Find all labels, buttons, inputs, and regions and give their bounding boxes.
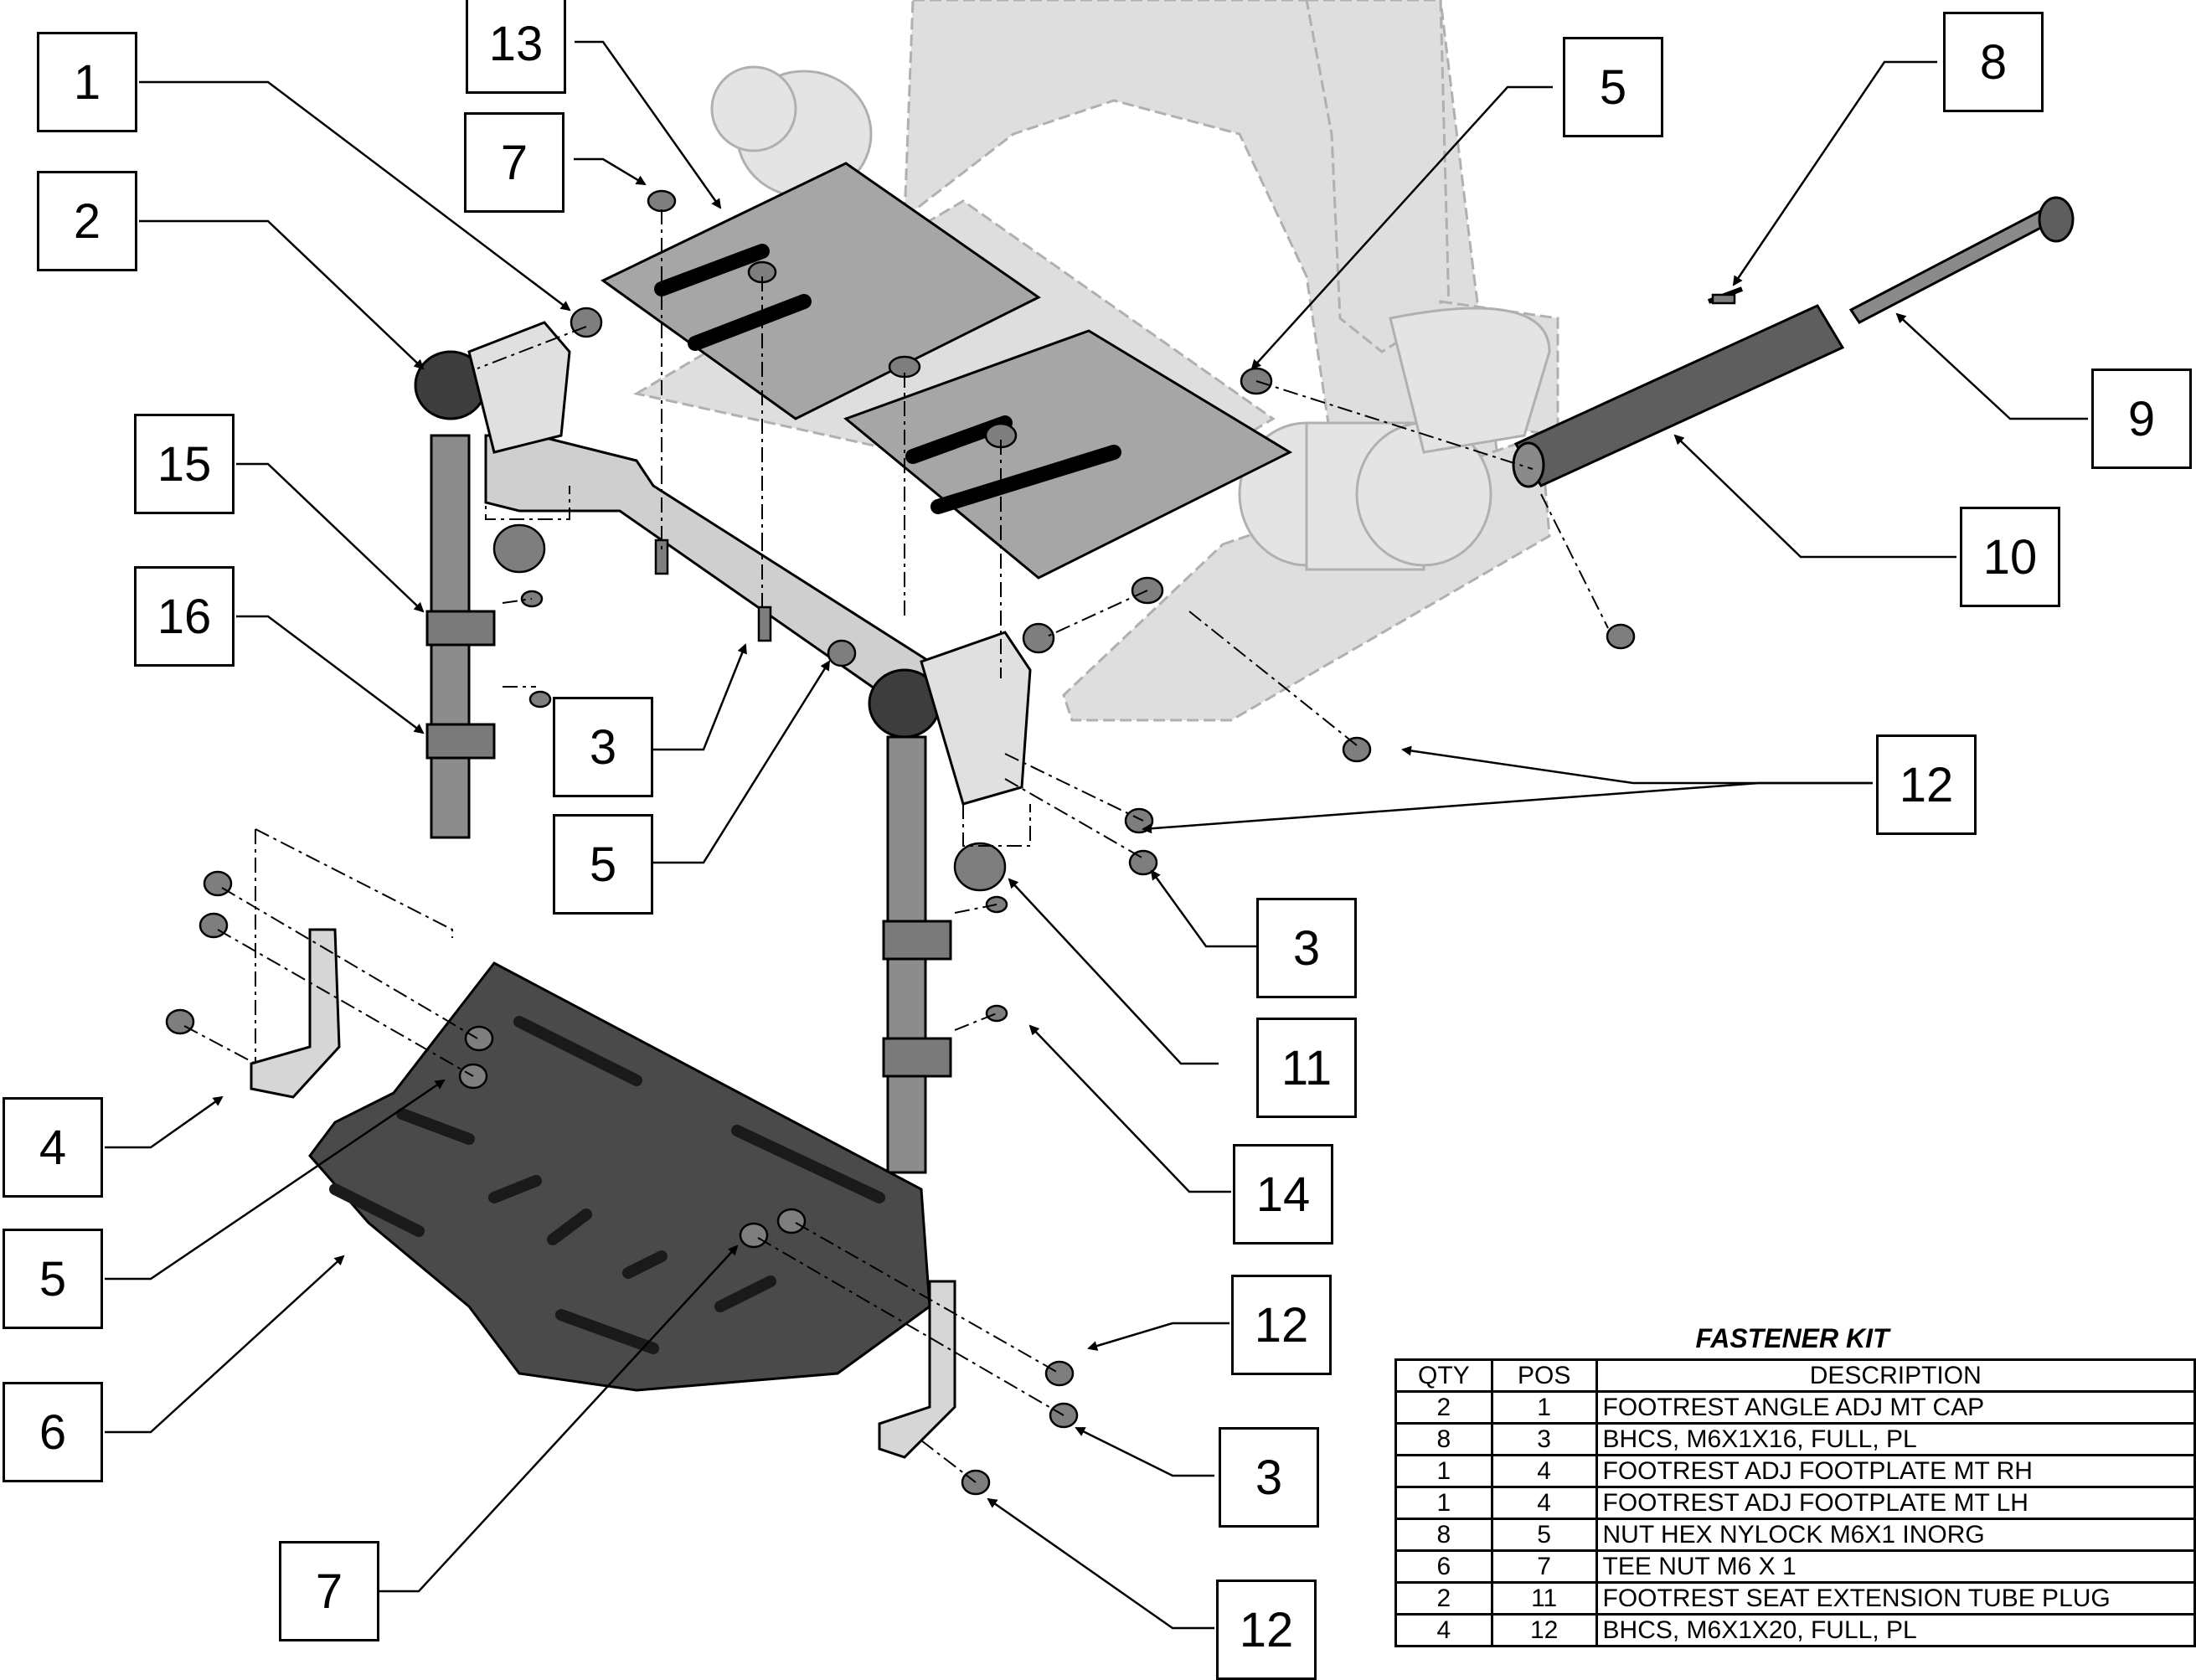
description-cell: BHCS, M6X1X20, FULL, PL — [1595, 1613, 2196, 1647]
table-row: 1 4 FOOTREST ADJ FOOTPLATE MT RH — [1394, 1454, 2196, 1488]
fastener-kit-table: QTY POS DESCRIPTION 2 1 FOOTREST ANGLE A… — [1394, 1358, 2196, 1647]
description-cell: FOOTREST SEAT EXTENSION TUBE PLUG — [1595, 1581, 2196, 1616]
callout-4: 4 — [3, 1097, 103, 1198]
table-row: 8 3 BHCS, M6X1X16, FULL, PL — [1394, 1422, 2196, 1456]
callout-6: 6 — [3, 1382, 103, 1482]
left-hanger-tube — [414, 321, 571, 839]
qty-cell: 2 — [1394, 1390, 1493, 1425]
callout-12-bottom: 12 — [1216, 1580, 1317, 1680]
qty-cell: 6 — [1394, 1549, 1493, 1584]
description-cell: NUT HEX NYLOCK M6X1 INORG — [1595, 1518, 2196, 1552]
callout-10: 10 — [1960, 507, 2060, 607]
assembly-guide-lines — [183, 209, 1609, 1483]
callout-15: 15 — [134, 414, 235, 514]
callout-14: 14 — [1233, 1144, 1333, 1245]
pos-cell: 3 — [1490, 1422, 1598, 1456]
right-hanger-tube — [868, 631, 1032, 1174]
callout-8: 8 — [1943, 12, 2044, 112]
pos-cell: 1 — [1490, 1390, 1598, 1425]
table-row: 1 4 FOOTREST ADJ FOOTPLATE MT LH — [1394, 1486, 2196, 1520]
table-row: 4 12 BHCS, M6X1X20, FULL, PL — [1394, 1613, 2196, 1647]
column-header-pos: POS — [1490, 1358, 1598, 1393]
pos-cell: 5 — [1490, 1518, 1598, 1552]
callout-11: 11 — [1256, 1018, 1357, 1118]
callout-2: 2 — [37, 171, 137, 271]
callout-5-top: 5 — [1563, 37, 1663, 137]
callout-3-lower: 3 — [1219, 1427, 1319, 1528]
seat-extension-plates — [601, 162, 1293, 580]
callout-12-right: 12 — [1876, 734, 1977, 835]
table-row: 2 11 FOOTREST SEAT EXTENSION TUBE PLUG — [1394, 1581, 2196, 1616]
callout-1: 1 — [37, 32, 137, 132]
description-cell: FOOTREST ADJ FOOTPLATE MT LH — [1595, 1486, 2196, 1520]
table-row: 6 7 TEE NUT M6 X 1 — [1394, 1549, 2196, 1584]
qty-cell: 2 — [1394, 1581, 1493, 1616]
callout-12-lower: 12 — [1231, 1275, 1332, 1375]
callout-7-top: 7 — [464, 112, 564, 213]
qty-cell: 8 — [1394, 1422, 1493, 1456]
table-row: 8 5 NUT HEX NYLOCK M6X1 INORG — [1394, 1518, 2196, 1552]
qty-cell: 1 — [1394, 1486, 1493, 1520]
extension-tube — [1512, 196, 2075, 488]
callout-7-bottom: 7 — [279, 1541, 379, 1641]
pos-cell: 4 — [1490, 1454, 1598, 1488]
pos-cell: 7 — [1490, 1549, 1598, 1584]
table-header-row: QTY POS DESCRIPTION — [1394, 1358, 2196, 1393]
callout-3-middle: 3 — [1256, 898, 1357, 998]
callout-5-middle: 5 — [553, 814, 653, 915]
table-row: 2 1 FOOTREST ANGLE ADJ MT CAP — [1394, 1390, 2196, 1425]
column-header-qty: QTY — [1394, 1358, 1493, 1393]
callout-leaders — [105, 40, 2088, 1630]
description-cell: TEE NUT M6 X 1 — [1595, 1549, 2196, 1584]
callout-9: 9 — [2091, 368, 2192, 469]
pos-cell: 12 — [1490, 1613, 1598, 1647]
fastener-kit-title: FASTENER KIT — [1695, 1323, 1889, 1353]
description-cell: BHCS, M6X1X16, FULL, PL — [1595, 1422, 2196, 1456]
qty-cell: 4 — [1394, 1613, 1493, 1647]
pos-cell: 11 — [1490, 1581, 1598, 1616]
callout-3-upper: 3 — [553, 697, 653, 797]
qty-cell: 1 — [1394, 1454, 1493, 1488]
footplate — [308, 961, 931, 1392]
description-cell: FOOTREST ANGLE ADJ MT CAP — [1595, 1390, 2196, 1425]
pos-cell: 4 — [1490, 1486, 1598, 1520]
callout-16: 16 — [134, 566, 235, 667]
callout-5-left: 5 — [3, 1229, 103, 1329]
footrest-bracket — [484, 434, 940, 705]
callout-13: 13 — [466, 0, 566, 94]
description-cell: FOOTREST ADJ FOOTPLATE MT RH — [1595, 1454, 2196, 1488]
column-header-description: DESCRIPTION — [1595, 1358, 2196, 1393]
qty-cell: 8 — [1394, 1518, 1493, 1552]
footplate-mounts — [250, 928, 956, 1459]
